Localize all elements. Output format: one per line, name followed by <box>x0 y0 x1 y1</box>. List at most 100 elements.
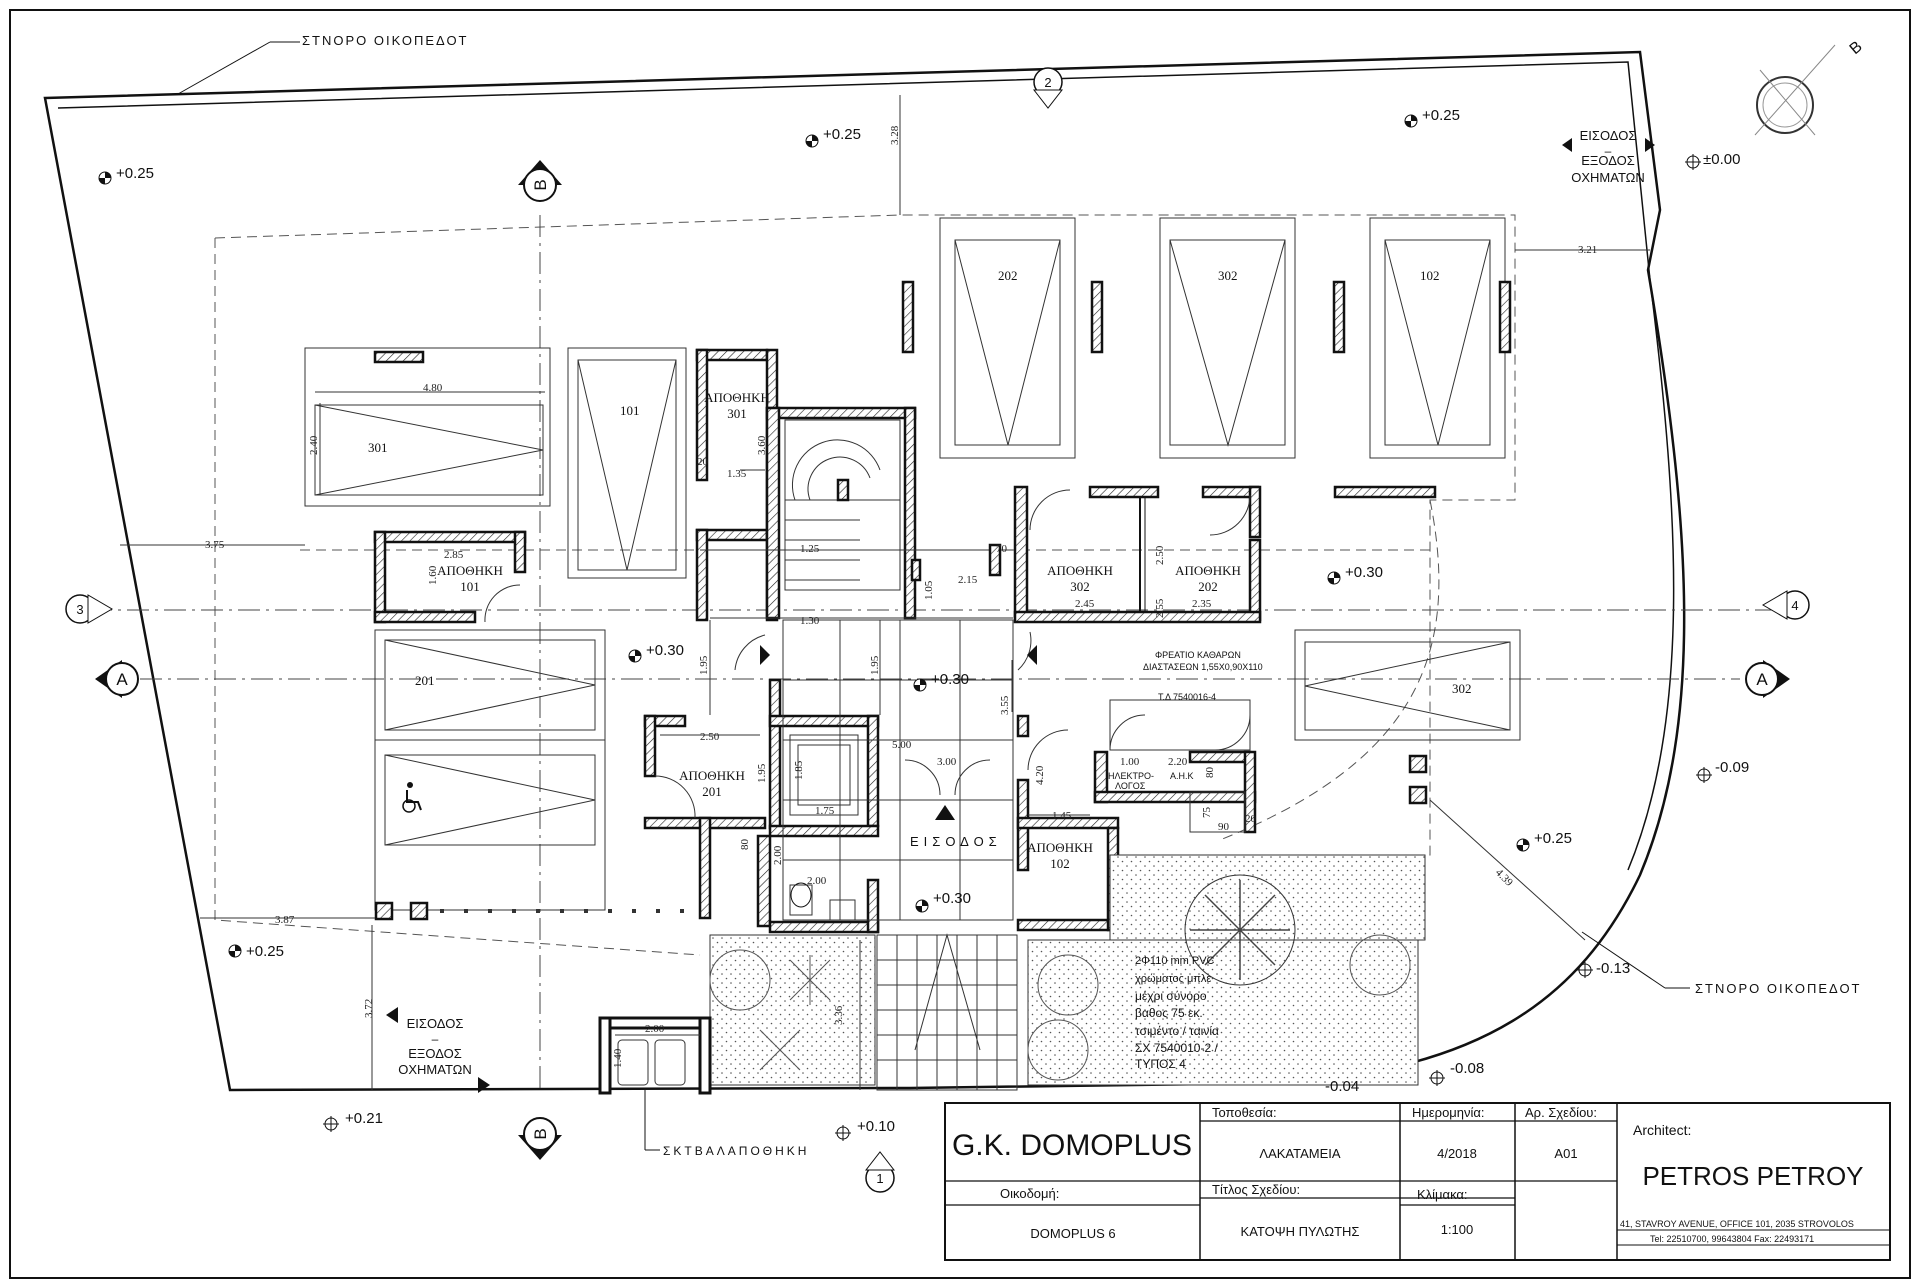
section-marker-b-top: B <box>518 160 562 202</box>
dim-22: 2.00 <box>807 875 827 887</box>
wheelchair-icon <box>402 782 422 813</box>
location-label: Τοποθεσία: <box>1212 1105 1277 1120</box>
svg-text:ΟΧΗΜΑΤΩΝ: ΟΧΗΜΑΤΩΝ <box>398 1062 472 1077</box>
dim-1: 4.80 <box>423 382 443 394</box>
dim-40: 2.20 <box>1168 756 1188 768</box>
dim-31: 4.39 <box>1493 867 1515 889</box>
parking-label-302: 302 <box>1218 268 1238 283</box>
dim-33: 2.55 <box>1154 598 1166 618</box>
dim-38: 1.05 <box>923 580 935 600</box>
dim-16: 1.75 <box>815 805 835 817</box>
svg-text:τσιμέντο / ταινία: τσιμέντο / ταινία <box>1135 1024 1219 1038</box>
svg-text:A: A <box>1756 670 1768 689</box>
dim-42: 75 <box>1201 807 1213 819</box>
svg-text:201: 201 <box>702 784 722 799</box>
svg-text:+0.25: +0.25 <box>116 165 154 182</box>
svg-text:–: – <box>432 1032 439 1046</box>
svg-text:ΕΙΣΟΔΟΣ: ΕΙΣΟΔΟΣ <box>1580 128 1637 143</box>
dim-11: 1.95 <box>698 655 710 675</box>
dim-23: 2.00 <box>772 845 784 865</box>
parking-label-102: 102 <box>1420 268 1440 283</box>
svg-text:±0.00: ±0.00 <box>1703 151 1740 168</box>
level-marker-icon <box>98 171 112 185</box>
svg-text:ΦΡΕΑΤΙΟ ΚΑΘΑΡΩΝ: ΦΡΕΑΤΙΟ ΚΑΘΑΡΩΝ <box>1155 650 1241 660</box>
title-block <box>944 1102 1891 1261</box>
architect-label: Architect: <box>1633 1122 1691 1138</box>
svg-text:A: A <box>116 670 128 689</box>
level-marker-icon <box>1404 114 1418 128</box>
svg-text:ΑΠΟΘΗΚΗ: ΑΠΟΘΗΚΗ <box>1027 840 1093 855</box>
dim-5: 1.60 <box>427 565 439 585</box>
storage-302-202-walls <box>1013 485 1262 624</box>
dim-18: 3.00 <box>937 756 957 768</box>
dim-43: 90 <box>1218 821 1230 833</box>
scale-label: Κλίμακα: <box>1417 1187 1468 1202</box>
dim-30: 3.21 <box>1578 244 1597 256</box>
date-label: Ημερομηνία: <box>1412 1105 1485 1120</box>
drawing-number-label: Αρ. Σχεδίου: <box>1525 1105 1597 1120</box>
drawing-number-value: A01 <box>1554 1146 1577 1161</box>
svg-text:+0.30: +0.30 <box>933 890 971 907</box>
svg-text:ΗΛΕΚΤΡΟ-: ΗΛΕΚΤΡΟ- <box>1108 771 1154 781</box>
svg-text:B: B <box>531 179 550 190</box>
bin-store <box>598 1016 712 1151</box>
svg-text:ΑΠΟΘΗΚΗ: ΑΠΟΘΗΚΗ <box>679 768 745 783</box>
svg-text:102: 102 <box>1050 856 1070 871</box>
svg-text:–: – <box>1605 144 1612 158</box>
dim-34: 2.45 <box>1075 598 1095 610</box>
svg-text:+0.25: +0.25 <box>246 943 284 960</box>
service-labels: ΦΡΕΑΤΙΟ ΚΑΘΑΡΩΝ ΔΙΑΣΤΑΣΕΩΝ 1,55Χ0,90Χ110… <box>1108 650 1263 791</box>
svg-text:2Φ110 mm PVC: 2Φ110 mm PVC <box>1135 955 1215 967</box>
elevation-marker-3: 3 <box>65 594 113 624</box>
parking-label-202: 202 <box>998 268 1018 283</box>
elevation-marker-1: 1 <box>864 1151 896 1193</box>
dim-8: 20 <box>697 456 709 468</box>
elevation-marker-2: 2 <box>1032 67 1064 109</box>
architect-name: PETROS PETROY <box>1642 1161 1863 1191</box>
dim-9: 1.25 <box>800 543 820 555</box>
svg-text:202: 202 <box>1198 579 1218 594</box>
dim-10: 1.30 <box>800 615 820 627</box>
dim-29: 3.28 <box>889 125 901 145</box>
level-marker-icon <box>228 944 242 958</box>
dim-41: 80 <box>1204 767 1216 779</box>
dim-7: 3.60 <box>756 435 768 455</box>
svg-text:ΔΙΑΣΤΑΣΕΩΝ 1,55Χ0,90Χ110: ΔΙΑΣΤΑΣΕΩΝ 1,55Χ0,90Χ110 <box>1143 662 1263 672</box>
svg-text:-0.08: -0.08 <box>1450 1060 1484 1077</box>
landscape-areas <box>709 854 1426 1086</box>
dim-32: 2.50 <box>1154 545 1166 565</box>
storage-labels: ΑΠΟΘΗΚΗ 301 ΑΠΟΘΗΚΗ 101 ΑΠΟΘΗΚΗ 302 ΑΠΟΘ… <box>437 390 1241 871</box>
structural-columns <box>373 280 1512 921</box>
stair-core <box>765 406 917 620</box>
drawing-title-label: Τίτλος Σχεδίου: <box>1212 1182 1300 1197</box>
dim-28: 3.36 <box>833 1005 845 1025</box>
dim-4: 2.85 <box>444 549 464 561</box>
svg-text:+0.25: +0.25 <box>1422 107 1460 124</box>
dim-37: 70 <box>996 543 1008 555</box>
section-marker-a-left: A <box>95 660 139 698</box>
sheet-border <box>9 9 1911 1279</box>
building-label: Οικοδομή: <box>1000 1186 1059 1201</box>
scale-value: 1:100 <box>1441 1222 1474 1237</box>
storage-201-walls <box>643 678 782 920</box>
dim-35: 2.35 <box>1192 598 1212 610</box>
dim-19: 3.55 <box>999 695 1011 715</box>
level-marker-icon <box>1696 767 1712 783</box>
level-marker-icon <box>835 1125 851 1141</box>
level-marker-icon <box>805 134 819 148</box>
svg-text:301: 301 <box>727 406 747 421</box>
storage-101-walls <box>373 530 527 624</box>
dim-14: 2.50 <box>700 731 720 743</box>
svg-text:ΕΞΟΔΟΣ: ΕΞΟΔΟΣ <box>1581 153 1635 168</box>
svg-text:ΕΙΣΟΔΟΣ: ΕΙΣΟΔΟΣ <box>407 1016 464 1031</box>
svg-text:4: 4 <box>1791 598 1798 613</box>
section-marker-a-right: A <box>1745 660 1790 698</box>
architect-phones: Tel: 22510700, 99643804 Fax: 22493171 <box>1650 1234 1814 1244</box>
svg-text:302: 302 <box>1070 579 1090 594</box>
drawing-title-value: ΚΑΤΟΨΗ ΠΥΛΩΤΗΣ <box>1241 1224 1360 1239</box>
section-marker-b-bottom: B <box>518 1117 562 1160</box>
dim-13: 1.95 <box>756 763 768 783</box>
walkway-grid <box>700 543 1037 1091</box>
svg-text:3: 3 <box>76 602 83 617</box>
